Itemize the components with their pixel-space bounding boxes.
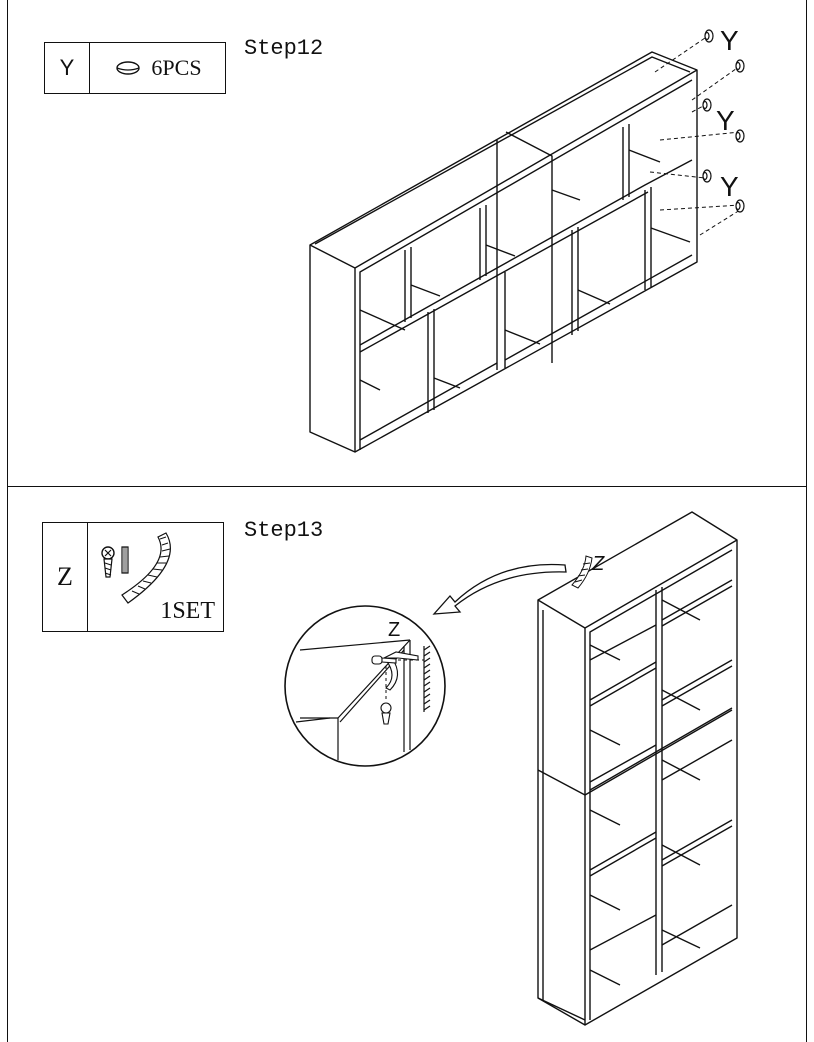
step-12-label: Step12 bbox=[244, 36, 324, 61]
step-12-shelf-drawing: Y Y Y bbox=[309, 25, 745, 453]
part-y-box: Y 6PCS bbox=[44, 42, 226, 94]
part-z-quantity: 1SET bbox=[160, 598, 215, 624]
callout-y-2: Y bbox=[716, 105, 735, 136]
part-y-letter: Y bbox=[45, 43, 90, 93]
callout-z-detail: Z bbox=[388, 619, 400, 641]
callout-y-1: Y bbox=[720, 25, 739, 56]
callout-y-3: Y bbox=[720, 171, 739, 202]
anti-tip-kit-icon bbox=[101, 532, 171, 604]
cam-lock-cover-icon bbox=[116, 61, 141, 75]
part-z-box: Z 1SET bbox=[42, 522, 224, 632]
part-z-letter: Z bbox=[43, 523, 88, 631]
step-13-panel bbox=[7, 486, 807, 1042]
part-y-contents: 6PCS bbox=[90, 43, 225, 93]
part-z-contents: 1SET bbox=[88, 523, 223, 631]
callout-z-top: Z bbox=[591, 553, 605, 575]
part-y-quantity: 6PCS bbox=[151, 55, 202, 80]
step-13-label: Step13 bbox=[244, 518, 324, 543]
